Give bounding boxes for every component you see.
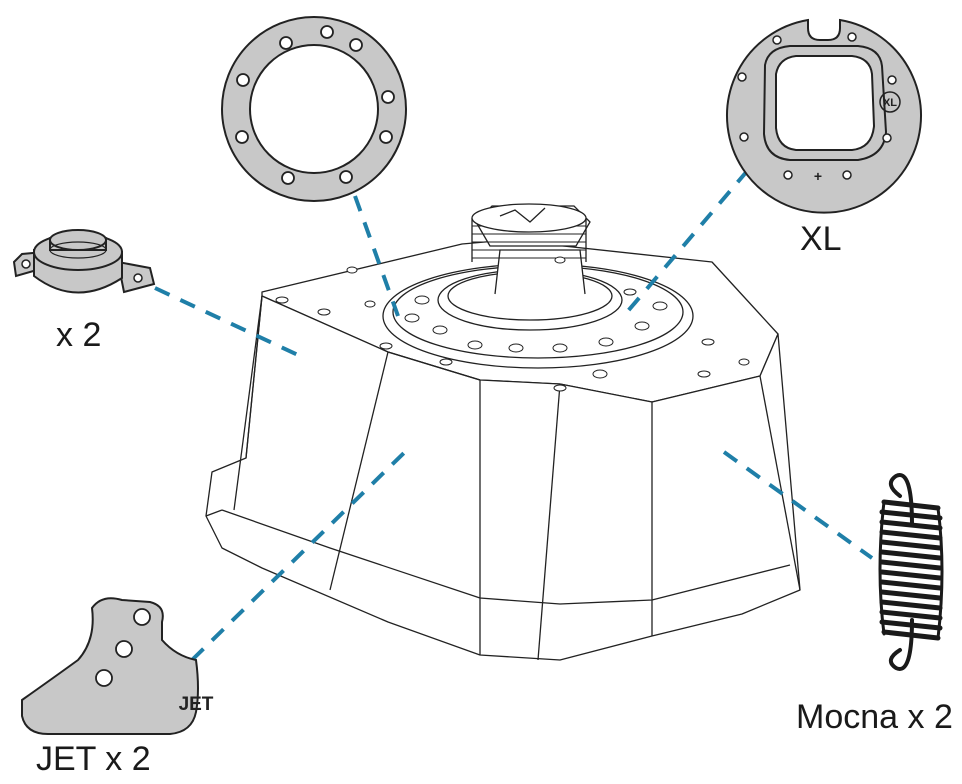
leader-line-ring-plate	[353, 195, 400, 317]
xl-plate-holes	[737, 32, 897, 180]
xl-plate-label: XL	[800, 220, 842, 258]
leader-line-spring	[722, 450, 874, 560]
ring-plate-holes	[235, 25, 395, 185]
spring	[878, 473, 944, 671]
xl-plate-badge	[879, 91, 901, 113]
xl-plate-center-mark: +	[814, 168, 822, 184]
xl-plate: XL +	[726, 18, 922, 214]
jet-plate-engraving: JET	[179, 694, 214, 715]
damper	[12, 229, 156, 294]
base-top-flange	[382, 203, 694, 369]
jet-plate: JET	[21, 597, 214, 735]
ring-plate	[221, 16, 407, 202]
spring-coils	[879, 499, 943, 641]
base-screw-holes	[275, 256, 750, 392]
spring-label: Mocna x 2	[796, 698, 953, 736]
leader-line-jet-plate	[190, 445, 412, 662]
xl-plate-engraving: XL	[883, 97, 897, 109]
leader-lines	[154, 168, 874, 662]
jet-plate-label: JET x 2	[36, 740, 151, 778]
damper-label: x 2	[56, 316, 102, 354]
leader-line-xl-plate	[620, 168, 750, 320]
jet-plate-holes	[95, 608, 151, 687]
